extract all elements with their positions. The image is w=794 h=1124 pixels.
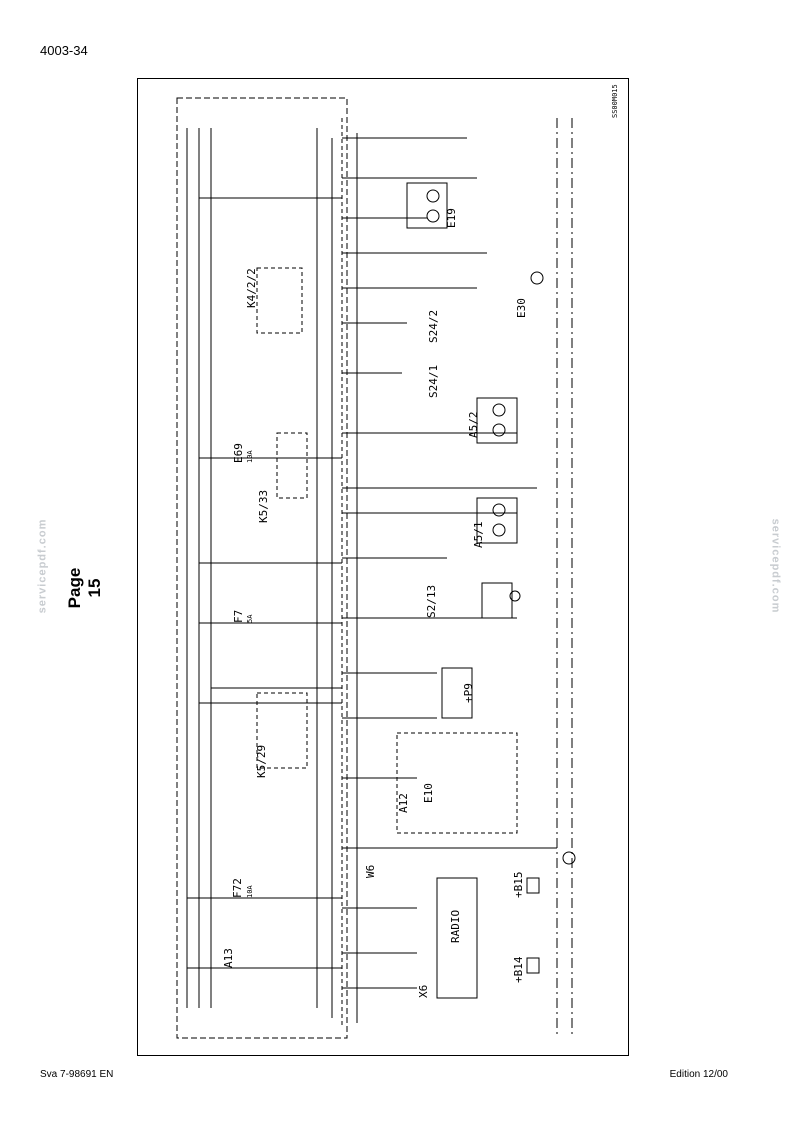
component-label: 5A	[246, 614, 254, 623]
component-label: +B15	[512, 872, 525, 899]
component-label: E19	[445, 208, 458, 228]
component-label: RADIO	[449, 910, 462, 943]
component-label: +B14	[512, 956, 525, 983]
component-label: E10	[422, 783, 435, 803]
diagram-id-code: SS00M015	[611, 84, 619, 118]
component-label: E30	[515, 298, 528, 318]
footer-doc-number: Sva 7-98691 EN	[40, 1069, 114, 1080]
component-label: A13	[222, 948, 235, 968]
component-label: +P9	[462, 683, 475, 703]
component-label: S24/1	[427, 365, 440, 398]
component-label: S24/2	[427, 310, 440, 343]
component-label: A12	[397, 793, 410, 813]
component-label: 10A	[246, 450, 254, 463]
component-label: X6	[417, 985, 430, 998]
page-code: 4003-34	[40, 43, 88, 58]
component-label: A5/1	[472, 522, 485, 549]
watermark-right: servicepdf.com	[769, 518, 782, 614]
component-label: A5/2	[467, 412, 480, 439]
page-number-label: Page 15	[65, 567, 104, 609]
component-label: S2/13	[425, 585, 438, 618]
footer-edition: Edition 12/00	[669, 1069, 728, 1080]
component-label: K5/29	[255, 745, 268, 778]
component-label: F7	[232, 610, 245, 623]
diagram-frame	[137, 78, 629, 1056]
watermark-left: servicepdf.com	[36, 518, 49, 614]
component-label: W6	[364, 865, 377, 878]
wiring-diagram: SS00M015 A13 F72 10A X6 RADIO +B14 +B15 …	[176, 84, 619, 1039]
component-label: K5/33	[257, 490, 270, 523]
component-label: E69	[232, 443, 245, 463]
component-label: K4/2/2	[245, 268, 258, 308]
component-label: F72	[231, 878, 244, 898]
component-label: 10A	[246, 885, 254, 898]
